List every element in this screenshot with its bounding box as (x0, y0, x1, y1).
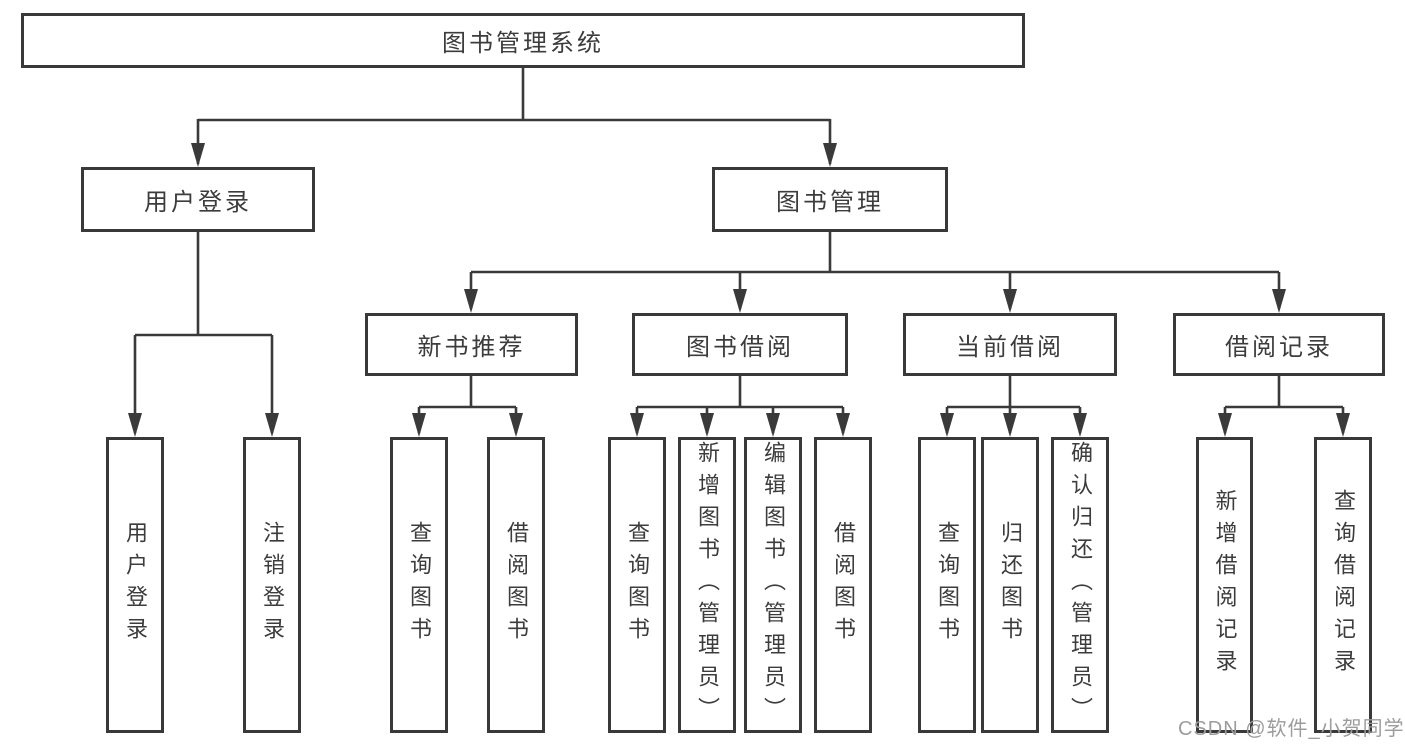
leaf-records-query-record: 查询借阅记录 (1314, 437, 1372, 733)
leaf-records-add-record: 新增借阅记录 (1196, 437, 1253, 733)
arrowhead-icon (1073, 413, 1087, 437)
leaf-current-query-books: 查询图书 (918, 437, 976, 733)
arrowhead-icon (412, 413, 426, 437)
arrowhead-icon (509, 413, 523, 437)
leaf-recommend-query-books: 查询图书 (390, 437, 448, 733)
leaf-borrowing-query-books: 查询图书 (608, 437, 666, 733)
leaf-borrowing-borrow-books: 借阅图书 (814, 437, 872, 733)
leaf-borrowing-add-books-admin: 新增图书（管理员） (678, 437, 736, 733)
leaf-borrowing-edit-books-admin: 编辑图书（管理员） (744, 437, 802, 733)
leaf-current-return-books: 归还图书 (981, 437, 1039, 733)
arrowhead-icon (1336, 413, 1350, 437)
arrowhead-icon (700, 413, 714, 437)
node-current-borrowing: 当前借阅 (903, 313, 1117, 376)
arrowhead-icon (265, 413, 279, 437)
arrowhead-icon (733, 289, 747, 313)
arrowhead-icon (836, 413, 850, 437)
arrowhead-icon (191, 143, 205, 167)
leaf-current-confirm-return-admin: 确认归还（管理员） (1051, 437, 1109, 733)
arrowhead-icon (630, 413, 644, 437)
arrowhead-icon (1003, 289, 1017, 313)
node-book-borrowing: 图书借阅 (632, 313, 848, 376)
arrowhead-icon (1218, 413, 1232, 437)
arrowhead-icon (1003, 413, 1017, 437)
watermark: CSDN @软件_小贺同学 (1178, 718, 1405, 740)
leaf-user-login: 用户登录 (106, 437, 164, 733)
arrowhead-icon (464, 289, 478, 313)
arrowhead-icon (940, 413, 954, 437)
arrowhead-icon (766, 413, 780, 437)
arrowhead-icon (823, 143, 837, 167)
node-user-login: 用户登录 (81, 167, 315, 232)
node-borrowing-records: 借阅记录 (1173, 313, 1385, 376)
node-book-management: 图书管理 (712, 167, 948, 232)
leaf-logout-login: 注销登录 (243, 437, 301, 733)
leaf-recommend-borrow-books: 借阅图书 (487, 437, 545, 733)
node-library-management-system: 图书管理系统 (21, 13, 1025, 68)
node-new-book-recommendation: 新书推荐 (365, 313, 578, 376)
arrowhead-icon (1272, 289, 1286, 313)
arrowhead-icon (128, 413, 142, 437)
